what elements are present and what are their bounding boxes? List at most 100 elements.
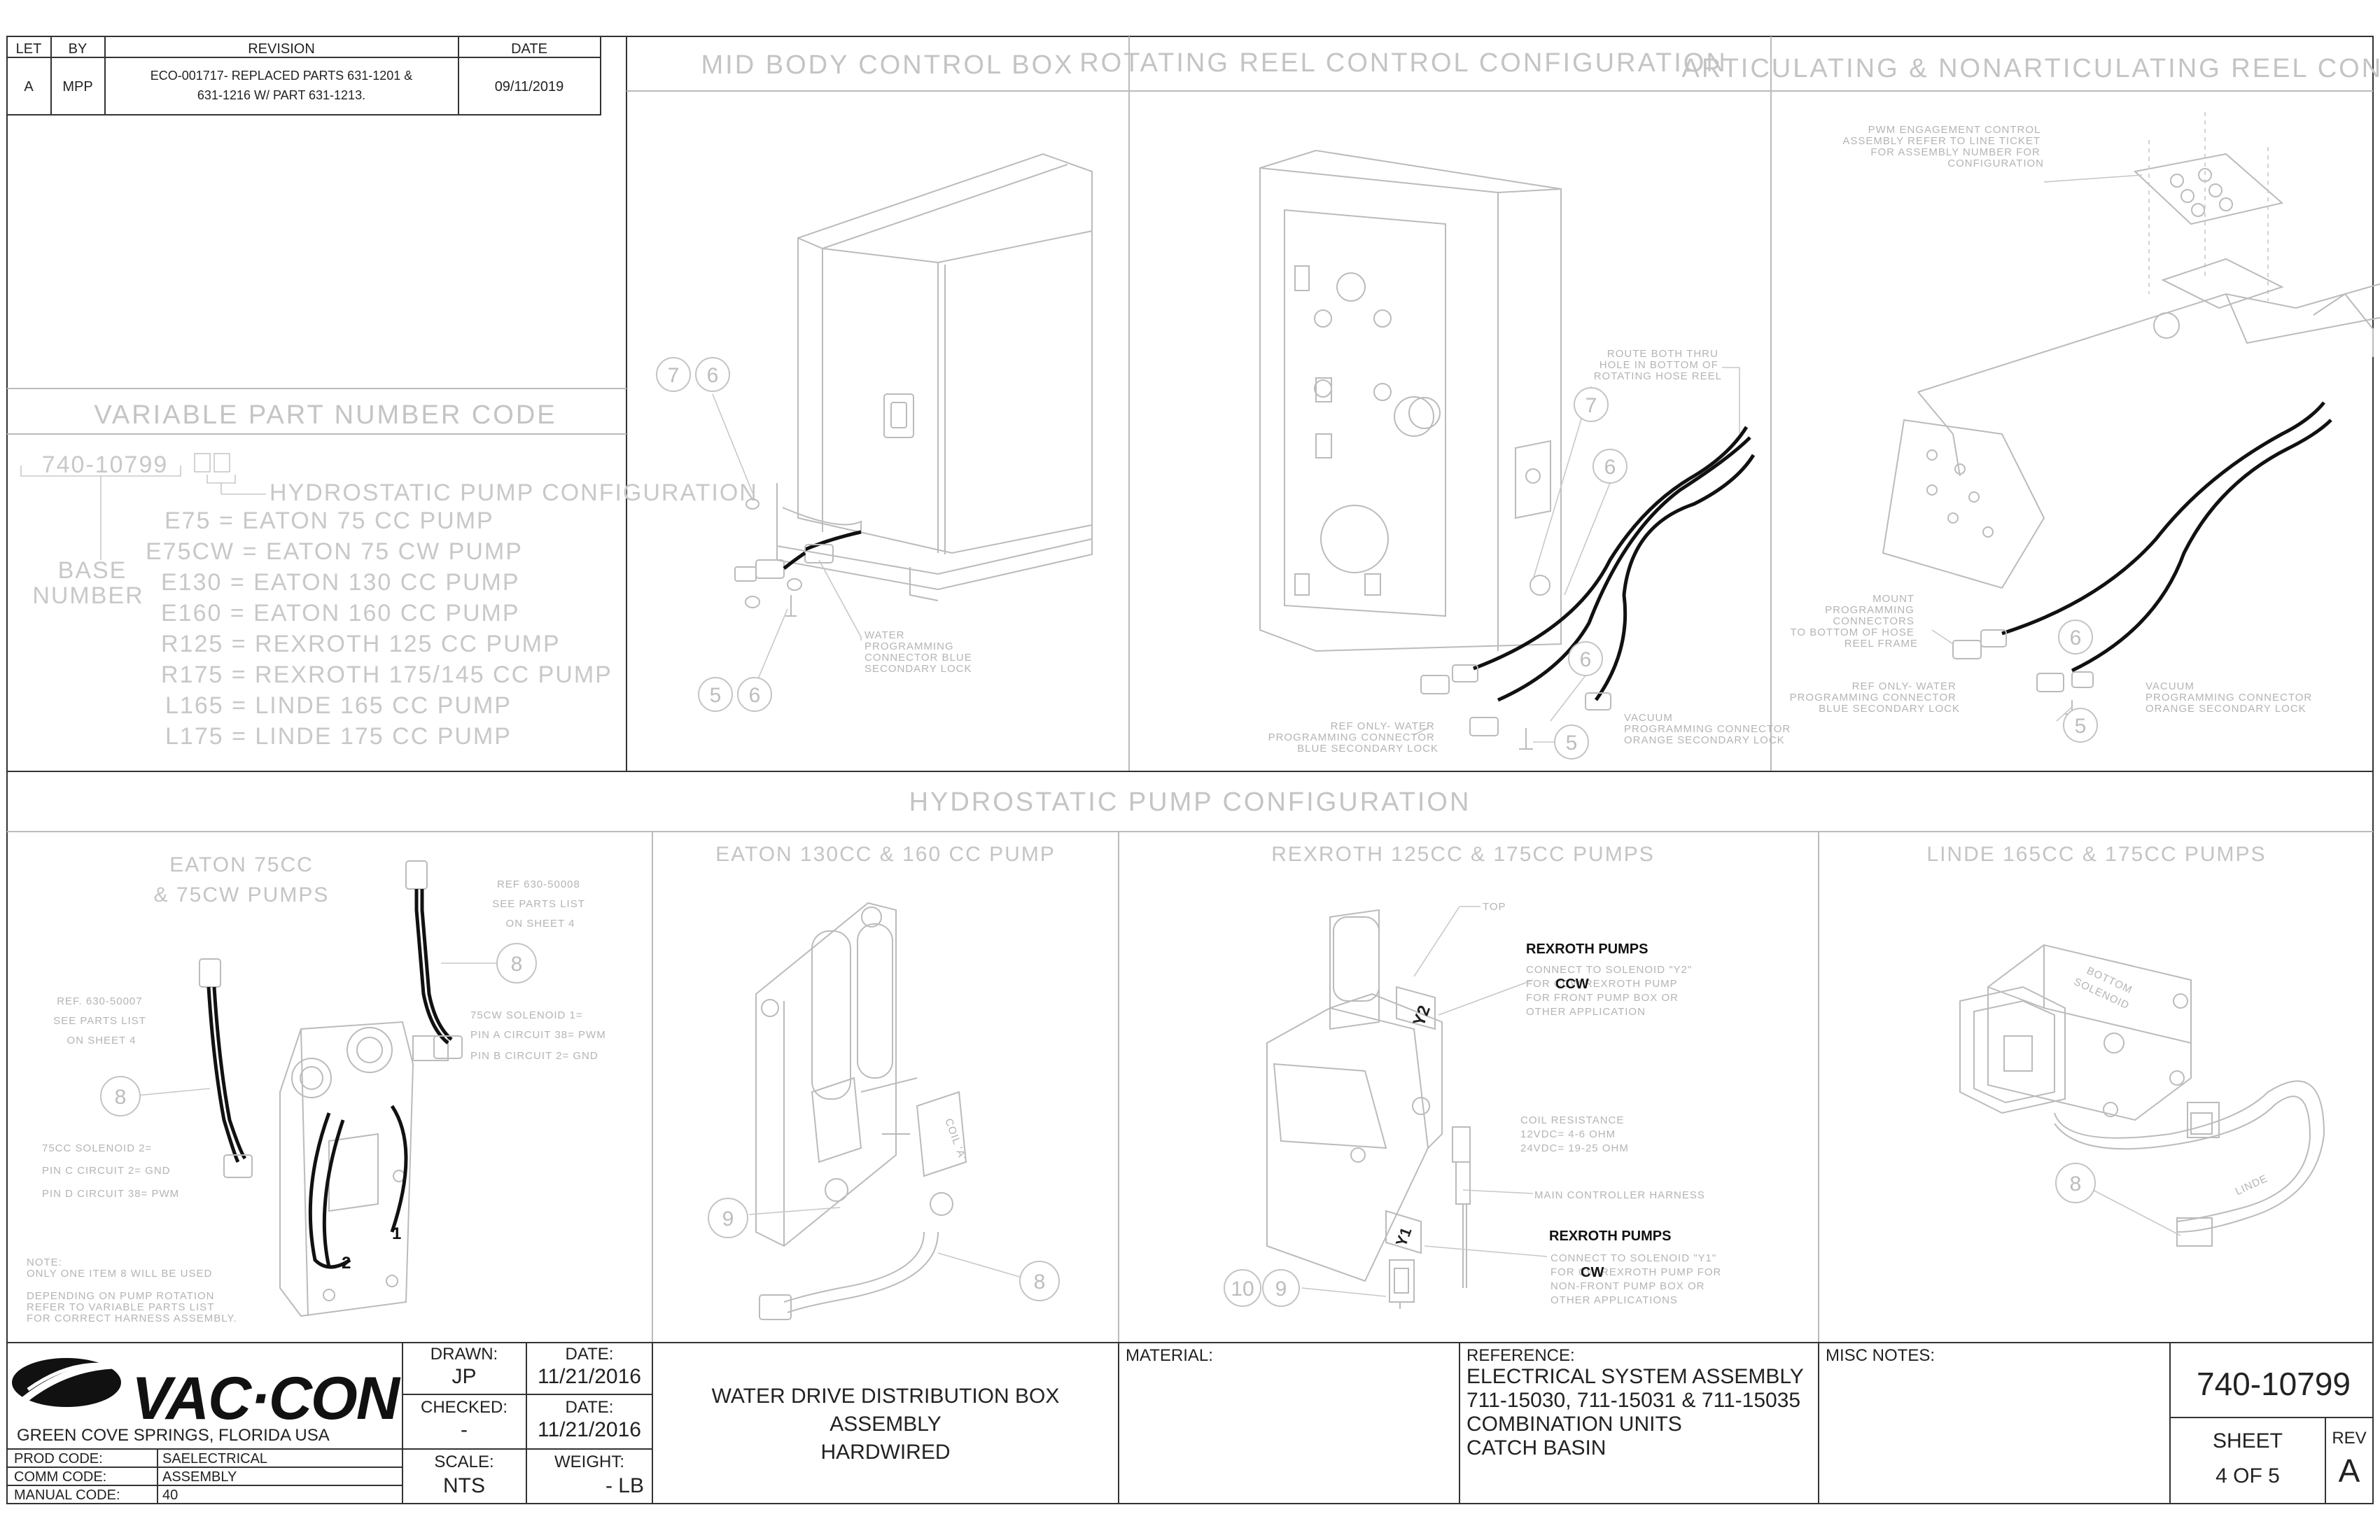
balloon: 8 [2070,1172,2082,1196]
note-vacuum-connector: VACUUM PROGRAMMING CONNECTOR ORANGE SECO… [2146,680,2316,715]
balloon: 5 [710,684,722,707]
scale-label: SCALE: [434,1452,493,1471]
note-vacuum-connector: VACUUM PROGRAMMING CONNECTOR ORANGE SECO… [1624,712,1794,746]
drawing-title-3: HARDWIRED [821,1441,951,1464]
rexroth-top-label: TOP [1483,901,1506,913]
rexroth-cw-emphasis: CW [1581,1265,1604,1280]
note-harness-selection: NOTE: ONLY ONE ITEM 8 WILL BE USED DEPEN… [27,1256,237,1324]
reference-label: REFERENCE: [1466,1346,1575,1365]
reference-line: CATCH BASIN [1466,1436,1606,1460]
balloon: 7 [1586,394,1597,417]
reference-line: ELECTRICAL SYSTEM ASSEMBLY [1466,1365,1804,1388]
drawn-by: JP [451,1365,476,1388]
view-title-linde: LINDE 165CC & 175CC PUMPS [1926,843,2266,866]
balloon: 8 [1034,1270,1046,1294]
comm-code-label: COMM CODE: [14,1469,106,1485]
vpn-hydro-label: HYDROSTATIC PUMP CONFIGURATION [270,479,758,506]
eaton-130-drawing: COIL 'A' 9 8 [708,902,1060,1320]
linde-drawing: BOTTOM SOLENOID LINDE 8 [1959,944,2325,1247]
rev-header-date: DATE [511,41,547,57]
note-water-connector: WATER PROGRAMMING CONNECTOR BLUE SECONDA… [864,629,976,675]
prod-code-label: PROD CODE: [14,1451,103,1466]
vpn-code: E160 = EATON 160 CC PUMP [161,600,520,626]
note-solenoid-2: 75CC SOLENOID 2= PIN C CIRCUIT 2= GND PI… [42,1142,179,1200]
linde-mark: LINDE [2234,1172,2270,1198]
rev-date: 09/11/2019 [495,79,564,94]
view-title-eaton75-1: EATON 75CC [169,853,314,876]
coil-resistance-note: COIL RESISTANCE 12VDC= 4-6 OHM 24VDC= 19… [1520,1114,1629,1154]
vpn-base-label-2: NUMBER [32,582,144,609]
wire-label-1: 1 [392,1224,401,1243]
rexroth-drawing: Y2 Y1 TOP 10 9 REXROTH PUMPS CONNECT TO … [1224,901,1726,1309]
manual-code-label: MANUAL CODE: [14,1488,120,1503]
rev-by: MPP [62,79,92,94]
drawing-title-1: WATER DRIVE DISTRIBUTION BOX [712,1385,1060,1408]
balloon: 6 [749,684,761,707]
view-title-articulating: ARTICULATING & NONARTICULATING REEL CONT… [1681,54,2380,83]
note-ref-water-connector: REF ONLY- WATER PROGRAMMING CONNECTOR BL… [1790,680,1960,715]
frame [6,36,2374,1504]
misc-notes-label: MISC NOTES: [1826,1346,1935,1365]
weight-label: WEIGHT: [554,1452,624,1471]
note-ref-630-50007: REF. 630-50007 SEE PARTS LIST ON SHEET 4 [53,995,150,1046]
note-pwm-engagement: PWM ENGAGEMENT CONTROL ASSEMBLY REFER TO… [1842,124,2044,169]
view-title-eaton75-2: & 75CW PUMPS [154,883,330,906]
vac-con-logo: VAC·CON [12,1358,402,1432]
sheet-label: SHEET [2213,1429,2283,1452]
rexroth-cw-connect: CONNECT TO SOLENOID "Y1" FOR CW REXROTH … [1550,1252,1726,1306]
title-block: VAC·CON GREEN COVE SPRINGS, FLORIDA USA … [7,1342,2373,1504]
rexroth-pumps-title-ccw: REXROTH PUMPS [1526,941,1648,957]
vpn-title: VARIABLE PART NUMBER CODE [94,400,556,430]
scale: NTS [443,1474,485,1497]
rev-header-revision: REVISION [248,41,315,57]
vpn-code: E75CW = EATON 75 CW PUMP [146,538,523,565]
view-title-rotating-reel: ROTATING REEL CONTROL CONFIGURATION [1079,48,1728,78]
prod-code: SAELECTRICAL [162,1451,267,1466]
checked-label: CHECKED: [421,1398,507,1417]
rexroth-pumps-title-cw: REXROTH PUMPS [1549,1228,1671,1244]
variable-part-number-code: VARIABLE PART NUMBER CODE 740-10799 HYDR… [20,400,758,750]
vpn-base-label-1: BASE [58,557,127,584]
checked-by: - [461,1418,468,1441]
reference-line: 711-15030, 711-15031 & 711-15035 [1466,1389,1800,1412]
rotating-reel-drawing: 7 6 6 5 ROUTE BOTH THRU HOLE IN BOTTOM O… [1259,149,1794,760]
rexroth-ccw-connect: CONNECT TO SOLENOID "Y2" FOR CCW REXROTH… [1526,964,1695,1018]
view-title-eaton130: EATON 130CC & 160 CC PUMP [715,843,1056,866]
drawn-label: DRAWN: [430,1345,498,1364]
vpn-code: R125 = REXROTH 125 CC PUMP [161,631,561,657]
balloon: 6 [707,364,719,387]
vpn-base-number: 740-10799 [42,451,169,478]
checked-date: 11/21/2016 [538,1418,641,1441]
view-title-rexroth: REXROTH 125CC & 175CC PUMPS [1271,843,1654,866]
manual-code: 40 [162,1488,178,1503]
note-ref-630-50008: REF 630-50008 SEE PARTS LIST ON SHEET 4 [492,878,589,930]
wire-label-2: 2 [342,1254,351,1273]
balloon: 6 [1580,648,1592,671]
rev-label: REV [2332,1429,2366,1448]
rev-desc-2: 631-1216 W/ PART 631-1213. [197,88,365,102]
revision-table: LET BY REVISION DATE A MPP ECO-001717- R… [6,36,601,115]
company-location: GREEN COVE SPRINGS, FLORIDA USA [17,1426,330,1445]
articulating-reel-drawing: 6 5 PWM ENGAGEMENT CONTROL ASSEMBLY REFE… [1790,112,2380,743]
vpn-code: E75 = EATON 75 CC PUMP [164,507,494,534]
checked-date-label: DATE: [566,1398,614,1417]
note-route-thru-hole: ROUTE BOTH THRU HOLE IN BOTTOM OF ROTATI… [1594,348,1722,382]
balloon: 10 [1231,1278,1254,1301]
rev-desc-1: ECO-001717- REPLACED PARTS 631-1201 & [150,69,413,83]
coil-a-label: COIL 'A' [942,1117,968,1162]
solenoid-y2: Y2 [1410,1003,1434,1029]
note-mount-connectors: MOUNT PROGRAMMING CONNECTORS TO BOTTOM O… [1791,593,1918,650]
reference-line: COMBINATION UNITS [1466,1413,1682,1436]
balloon: 6 [2070,626,2082,650]
linde-bottom-solenoid: BOTTOM SOLENOID [2072,962,2138,1011]
balloon: 5 [2075,715,2087,738]
part-number: 740-10799 [2197,1366,2351,1402]
mid-body-control-box-drawing: 7 6 5 6 WATER PROGRAMMING CONNECTOR BLUE… [656,153,1093,712]
drawn-date: 11/21/2016 [538,1365,641,1388]
balloon: 6 [1604,456,1616,479]
balloon: 5 [1566,732,1578,755]
note-ref-water-connector: REF ONLY- WATER PROGRAMMING CONNECTOR BL… [1268,720,1438,755]
sheet-number: 4 OF 5 [2216,1464,2280,1488]
rev-letter: A [2339,1452,2360,1489]
material-label: MATERIAL: [1126,1346,1213,1365]
